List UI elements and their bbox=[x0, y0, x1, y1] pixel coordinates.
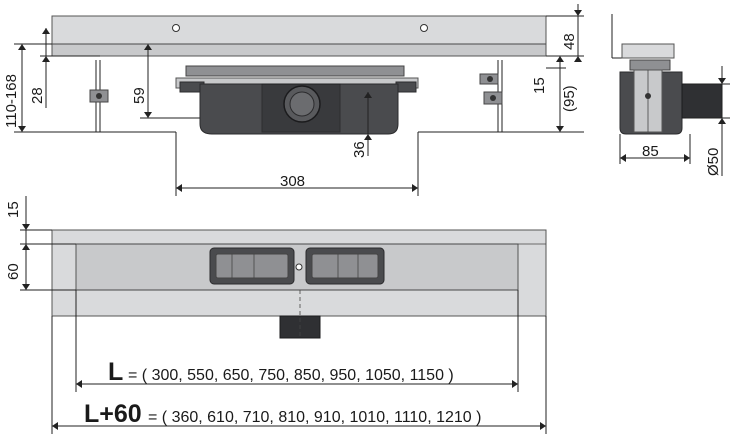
right-support-bracket bbox=[418, 60, 503, 133]
dim-110-168-label: 110-168 bbox=[3, 74, 20, 128]
length-l60-values: = ( 360, 610, 710, 810, 910, 1010, 1110,… bbox=[148, 409, 481, 426]
dim-95-label: (95) bbox=[561, 85, 578, 112]
dim-15-side-label: 15 bbox=[531, 77, 548, 94]
grate-frame bbox=[51, 15, 547, 45]
dim-front-60-label: 60 bbox=[5, 263, 22, 280]
grate-clip-left bbox=[209, 247, 295, 285]
length-l-values: = ( 300, 550, 650, 750, 850, 950, 1050, … bbox=[128, 367, 454, 384]
dim-48-label: 48 bbox=[561, 33, 578, 50]
dim-28-label: 28 bbox=[29, 87, 46, 104]
dim-diameter-label: Ø50 bbox=[705, 148, 722, 176]
dim-59-label: 59 bbox=[131, 87, 148, 104]
dim-front-15-label: 15 bbox=[5, 201, 22, 218]
length-l-symbol: L bbox=[108, 358, 123, 386]
grate-clip-right bbox=[305, 247, 385, 285]
length-l60-symbol: L+60 bbox=[84, 400, 142, 428]
top-view: 15 60 L = ( 300, 550, 650, 750, 850, 950… bbox=[5, 196, 547, 434]
cross-section-view: 85 Ø50 bbox=[611, 14, 730, 176]
left-support-bracket bbox=[89, 60, 176, 133]
center-screw bbox=[295, 263, 303, 271]
dim-85-label: 85 bbox=[642, 143, 659, 160]
dim-36-label: 36 bbox=[351, 141, 368, 158]
grate-lip bbox=[51, 43, 547, 57]
side-view: 48 15 (95) 110-168 28 59 36 308 bbox=[3, 4, 584, 196]
screw-hole-right bbox=[420, 24, 428, 32]
dim-308-label: 308 bbox=[280, 173, 305, 190]
drain-body bbox=[175, 65, 419, 135]
screw-hole-left bbox=[172, 24, 180, 32]
